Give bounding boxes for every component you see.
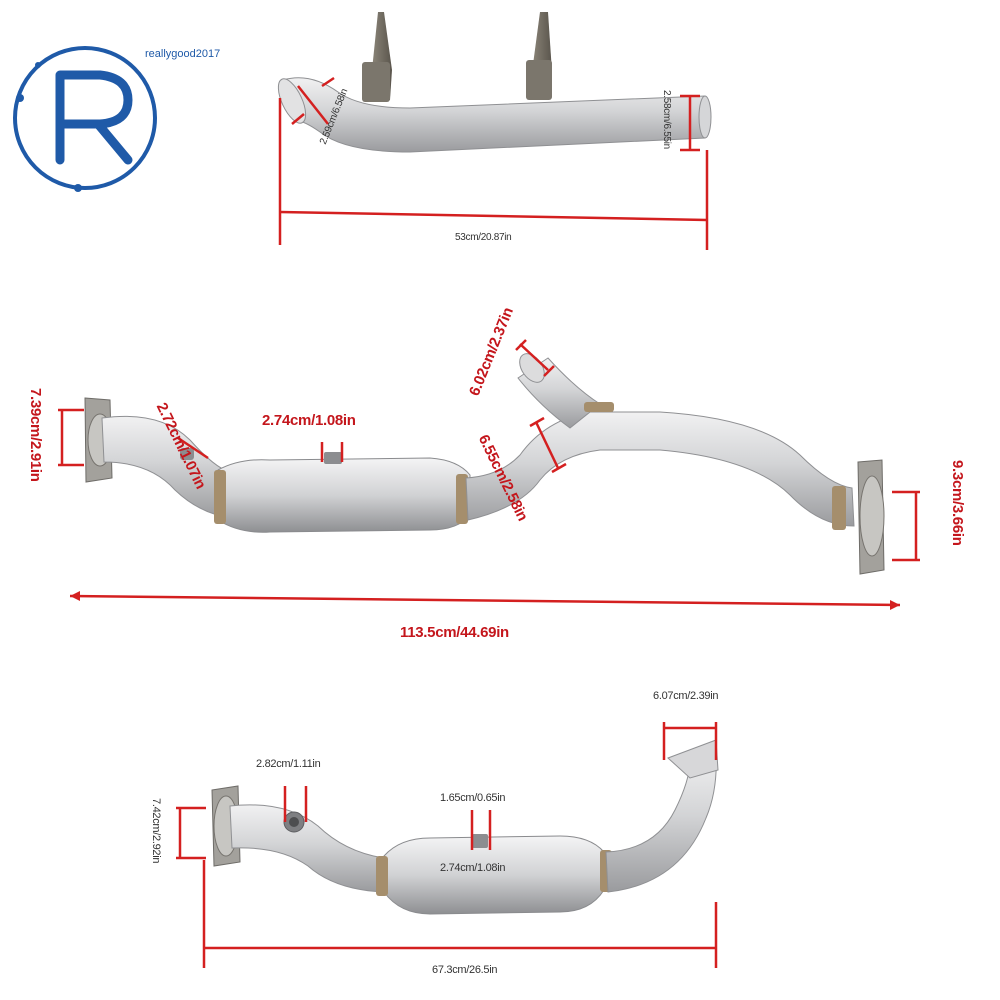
part2-dimensions [58,339,920,610]
part3-o2-port-2-top-label: 1.65cm/0.65in [440,792,506,804]
part3-flange-label: 7.42cm/2.92in [150,798,162,864]
part2-left-flange-label: 7.39cm/2.91in [27,388,44,482]
part1-dimensions [278,76,709,250]
part1-right-diameter-label: 2.58cm/6.55in [661,90,672,149]
part2-right-flange-label: 9.3cm/3.66in [949,460,966,546]
part3-dimensions [176,722,718,968]
part3-pipe [211,739,719,915]
part3-o2-port-2-bottom-label: 2.74cm/1.08in [440,862,506,874]
watermark-text: reallygood2017 [145,48,221,60]
part2-pipe [84,353,885,575]
part3-o2-port-1-label: 2.82cm/1.11in [256,758,321,770]
part2-length-label: 113.5cm/44.69in [400,624,509,641]
part3-outlet-label: 6.07cm/2.39in [653,690,719,702]
watermark-logo [13,46,157,192]
part1-length-label: 53cm/20.87in [455,232,512,243]
part3-length-label: 67.3cm/26.5in [432,964,498,976]
part2-o2-port-2-label: 2.74cm/1.08in [262,412,356,429]
part1-pipe [277,12,712,153]
